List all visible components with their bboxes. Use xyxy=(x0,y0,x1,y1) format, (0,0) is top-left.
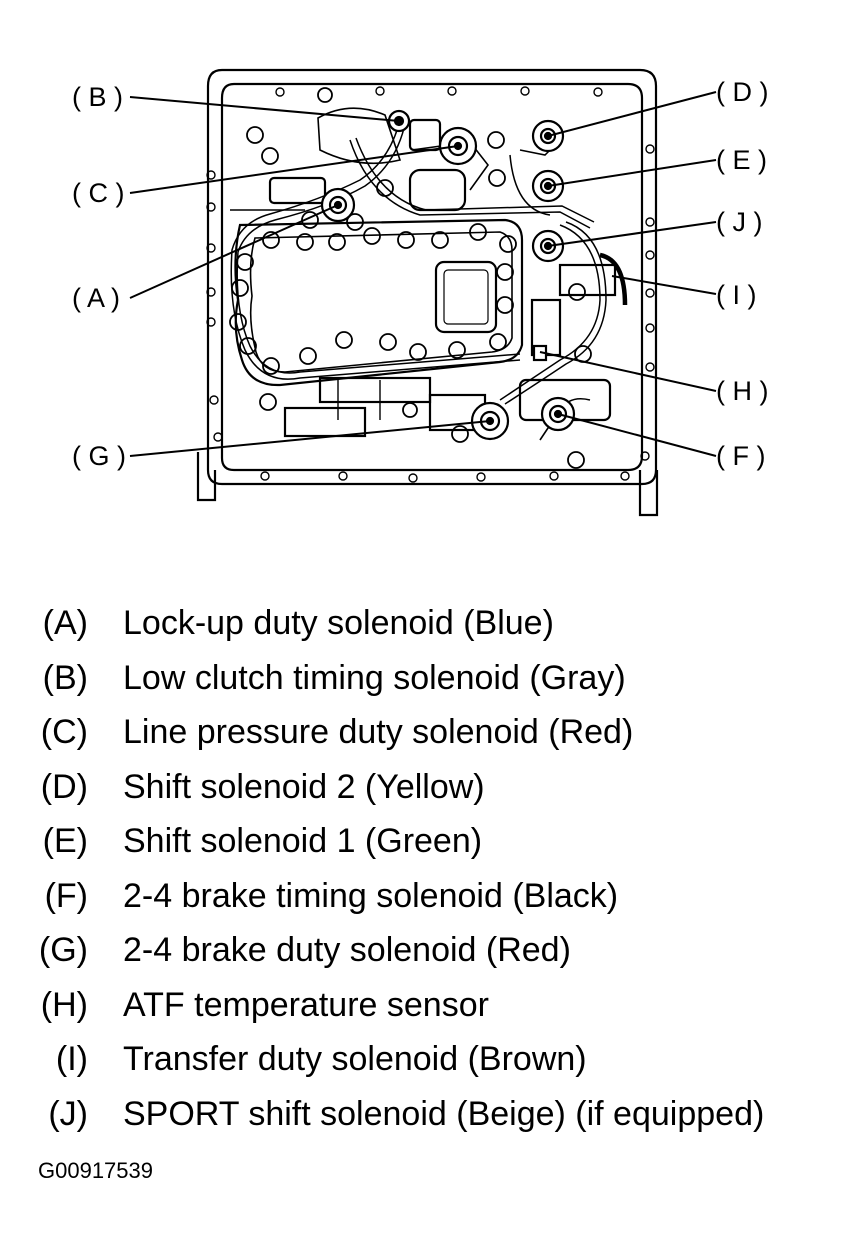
legend-text: SPORT shift solenoid (Beige) (if equippe… xyxy=(123,1094,765,1133)
callout-b: ( B ) xyxy=(72,82,123,112)
legend-code: (J) xyxy=(48,1094,88,1133)
legend-code: (E) xyxy=(42,822,88,860)
legend-item: (C) Line pressure duty solenoid (Red) xyxy=(0,707,868,762)
legend-text: Shift solenoid 2 (Yellow) xyxy=(123,767,485,806)
callout-i: ( I ) xyxy=(716,280,757,310)
legend-code: (C) xyxy=(40,713,88,751)
figure-id: G00917539 xyxy=(38,1158,153,1183)
valve-body-outline xyxy=(206,68,658,486)
legend-item: (H) ATF temperature sensor xyxy=(0,980,868,1035)
legend-text: Transfer duty solenoid (Brown) xyxy=(123,1040,587,1078)
legend-text: Low clutch timing solenoid (Gray) xyxy=(123,658,626,697)
leader-lines xyxy=(129,91,717,457)
separator-plate xyxy=(234,218,524,387)
legend-code: (D) xyxy=(40,767,88,806)
legend-text: Line pressure duty solenoid (Red) xyxy=(123,713,634,751)
callout-e: ( E ) xyxy=(716,145,767,175)
legend-code: (B) xyxy=(42,658,88,697)
legend-item: (B) Low clutch timing solenoid (Gray) xyxy=(0,653,868,708)
callout-f: ( F ) xyxy=(716,441,765,471)
legend-item: (J) SPORT shift solenoid (Beige) (if equ… xyxy=(0,1089,868,1144)
legend-text: Lock-up duty solenoid (Blue) xyxy=(123,604,554,642)
legend-item: (A) Lock-up duty solenoid (Blue) xyxy=(0,598,868,653)
legend-item: (F) 2-4 brake timing solenoid (Black) xyxy=(0,871,868,926)
legend-text: 2-4 brake timing solenoid (Black) xyxy=(123,876,619,915)
callout-j: ( J ) xyxy=(716,207,763,237)
callout-d: ( D ) xyxy=(716,77,768,107)
callout-a: ( A ) xyxy=(72,283,120,313)
legend-text: 2-4 brake duty solenoid (Red) xyxy=(123,931,571,969)
legend-code: (H) xyxy=(40,985,88,1024)
legend-item: (I) Transfer duty solenoid (Brown) xyxy=(0,1034,868,1089)
legend-text: Shift solenoid 1 (Green) xyxy=(123,822,483,860)
legend-code: (I) xyxy=(55,1040,88,1078)
legend-code: (F) xyxy=(44,876,88,915)
callout-c: ( C ) xyxy=(72,178,124,208)
valve-body-diagram: ( B ) ( C ) ( A ) ( G ) ( D ) ( E ) ( J … xyxy=(72,68,768,517)
legend-text: ATF temperature sensor xyxy=(123,985,489,1024)
legend-code: (G) xyxy=(38,931,88,969)
legend-code: (A) xyxy=(42,604,88,642)
legend-item: (G) 2-4 brake duty solenoid (Red) xyxy=(0,925,868,980)
callout-g: ( G ) xyxy=(72,441,126,471)
legend-item: (E) Shift solenoid 1 (Green) xyxy=(0,816,868,871)
legend-item: (D) Shift solenoid 2 (Yellow) xyxy=(0,762,868,817)
legend: (A) Lock-up duty solenoid (Blue) (B) Low… xyxy=(0,598,868,1143)
valve-body-inner-outline xyxy=(220,82,644,472)
callout-h: ( H ) xyxy=(716,376,768,406)
